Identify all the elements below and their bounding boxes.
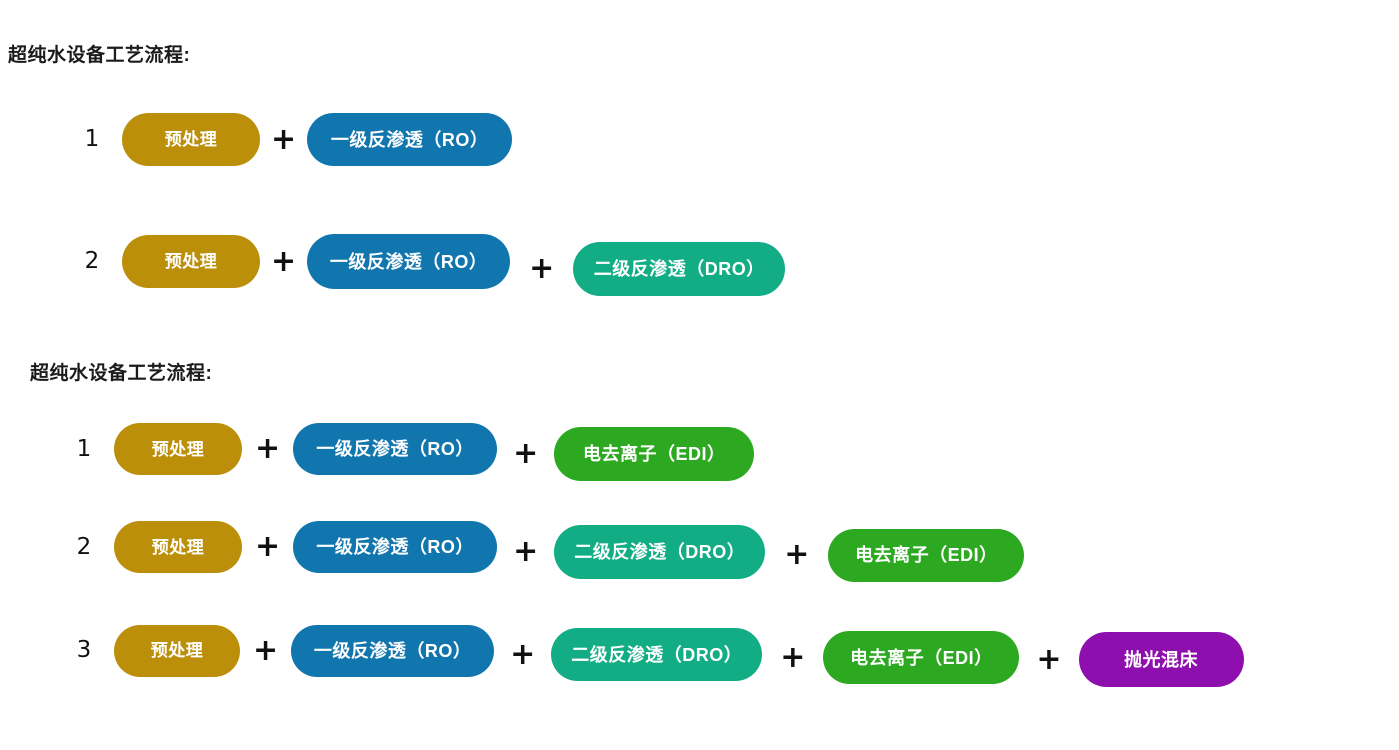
- plus-icon: +: [271, 121, 297, 157]
- pill-ro[interactable]: 一级反渗透（RO）: [291, 624, 495, 677]
- pill-dro[interactable]: 二级反渗透（DRO）: [554, 525, 766, 579]
- pill-label: 预处理: [164, 130, 218, 149]
- process-row-1-1: 1 预处理 + 一级反渗透（RO）: [78, 113, 513, 166]
- pill-ro[interactable]: 一级反渗透（RO）: [307, 113, 513, 166]
- pill-label: 抛光混床: [1124, 649, 1199, 670]
- process-row-1-2: 2 预处理 + 一级反渗透（RO） + 二级反渗透（DRO）: [78, 234, 786, 296]
- pill-label: 电去离子（EDI）: [855, 545, 998, 565]
- plus-icon: +: [1036, 641, 1062, 677]
- pill-ro[interactable]: 一级反渗透（RO）: [293, 521, 498, 573]
- pill-label: 预处理: [151, 537, 205, 557]
- pill-label: 一级反渗透（RO）: [329, 251, 488, 272]
- process-row-2-2: 2 预处理 + 一级反渗透（RO） + 二级反渗透（DRO） + 电去离子（ED…: [70, 520, 1025, 582]
- pill-label: 一级反渗透（RO）: [316, 439, 474, 459]
- pill-label: 二级反渗透（DRO）: [593, 258, 765, 279]
- pill-label: 二级反渗透（DRO）: [571, 644, 743, 665]
- pill-label: 一级反渗透（RO）: [316, 537, 474, 557]
- pill-edi[interactable]: 电去离子（EDI）: [828, 528, 1025, 582]
- plus-icon: +: [271, 243, 297, 279]
- plus-icon: +: [780, 639, 806, 675]
- pill-label: 二级反渗透（DRO）: [574, 542, 746, 562]
- pill-dro[interactable]: 二级反渗透（DRO）: [573, 241, 786, 296]
- plus-icon: +: [513, 534, 539, 569]
- row-number: 1: [84, 126, 100, 152]
- plus-icon: +: [784, 537, 810, 572]
- process-row-2-1: 1 预处理 + 一级反渗透（RO） + 电去离子（EDI）: [70, 422, 755, 481]
- pill-dro[interactable]: 二级反渗透（DRO）: [551, 628, 763, 681]
- pill-pretreatment[interactable]: 预处理: [122, 113, 260, 166]
- row-number: 3: [76, 637, 92, 663]
- section-header-1: 超纯水设备工艺流程:: [8, 45, 191, 66]
- pill-polish[interactable]: 抛光混床: [1078, 632, 1244, 687]
- pill-label: 一级反渗透（RO）: [313, 640, 472, 661]
- plus-icon: +: [255, 431, 281, 466]
- pill-edi[interactable]: 电去离子（EDI）: [823, 631, 1020, 684]
- row-number: 1: [76, 435, 92, 462]
- pill-label: 电去离子（EDI）: [583, 444, 726, 464]
- pill-label: 一级反渗透（RO）: [330, 129, 489, 150]
- pill-pretreatment[interactable]: 预处理: [114, 521, 242, 573]
- pill-label: 电去离子（EDI）: [850, 647, 993, 668]
- plus-icon: +: [529, 250, 555, 286]
- pill-pretreatment[interactable]: 预处理: [114, 423, 242, 475]
- pill-label: 预处理: [164, 252, 218, 271]
- row-number: 2: [84, 248, 100, 274]
- plus-icon: +: [513, 436, 539, 471]
- section-header-2: 超纯水设备工艺流程:: [30, 363, 213, 384]
- plus-icon: +: [253, 632, 279, 668]
- pill-pretreatment[interactable]: 预处理: [122, 235, 260, 288]
- pill-ro[interactable]: 一级反渗透（RO）: [307, 234, 511, 289]
- pill-edi[interactable]: 电去离子（EDI）: [554, 427, 755, 481]
- plus-icon: +: [255, 529, 281, 564]
- row-number: 2: [76, 533, 92, 560]
- process-row-2-3: 3 预处理 + 一级反渗透（RO） + 二级反渗透（DRO） + 电去离子（ED…: [70, 623, 1244, 687]
- plus-icon: +: [510, 636, 536, 672]
- pill-label: 预处理: [150, 641, 204, 660]
- pill-pretreatment[interactable]: 预处理: [114, 624, 240, 677]
- pill-label: 预处理: [151, 439, 205, 459]
- pill-ro[interactable]: 一级反渗透（RO）: [293, 423, 498, 475]
